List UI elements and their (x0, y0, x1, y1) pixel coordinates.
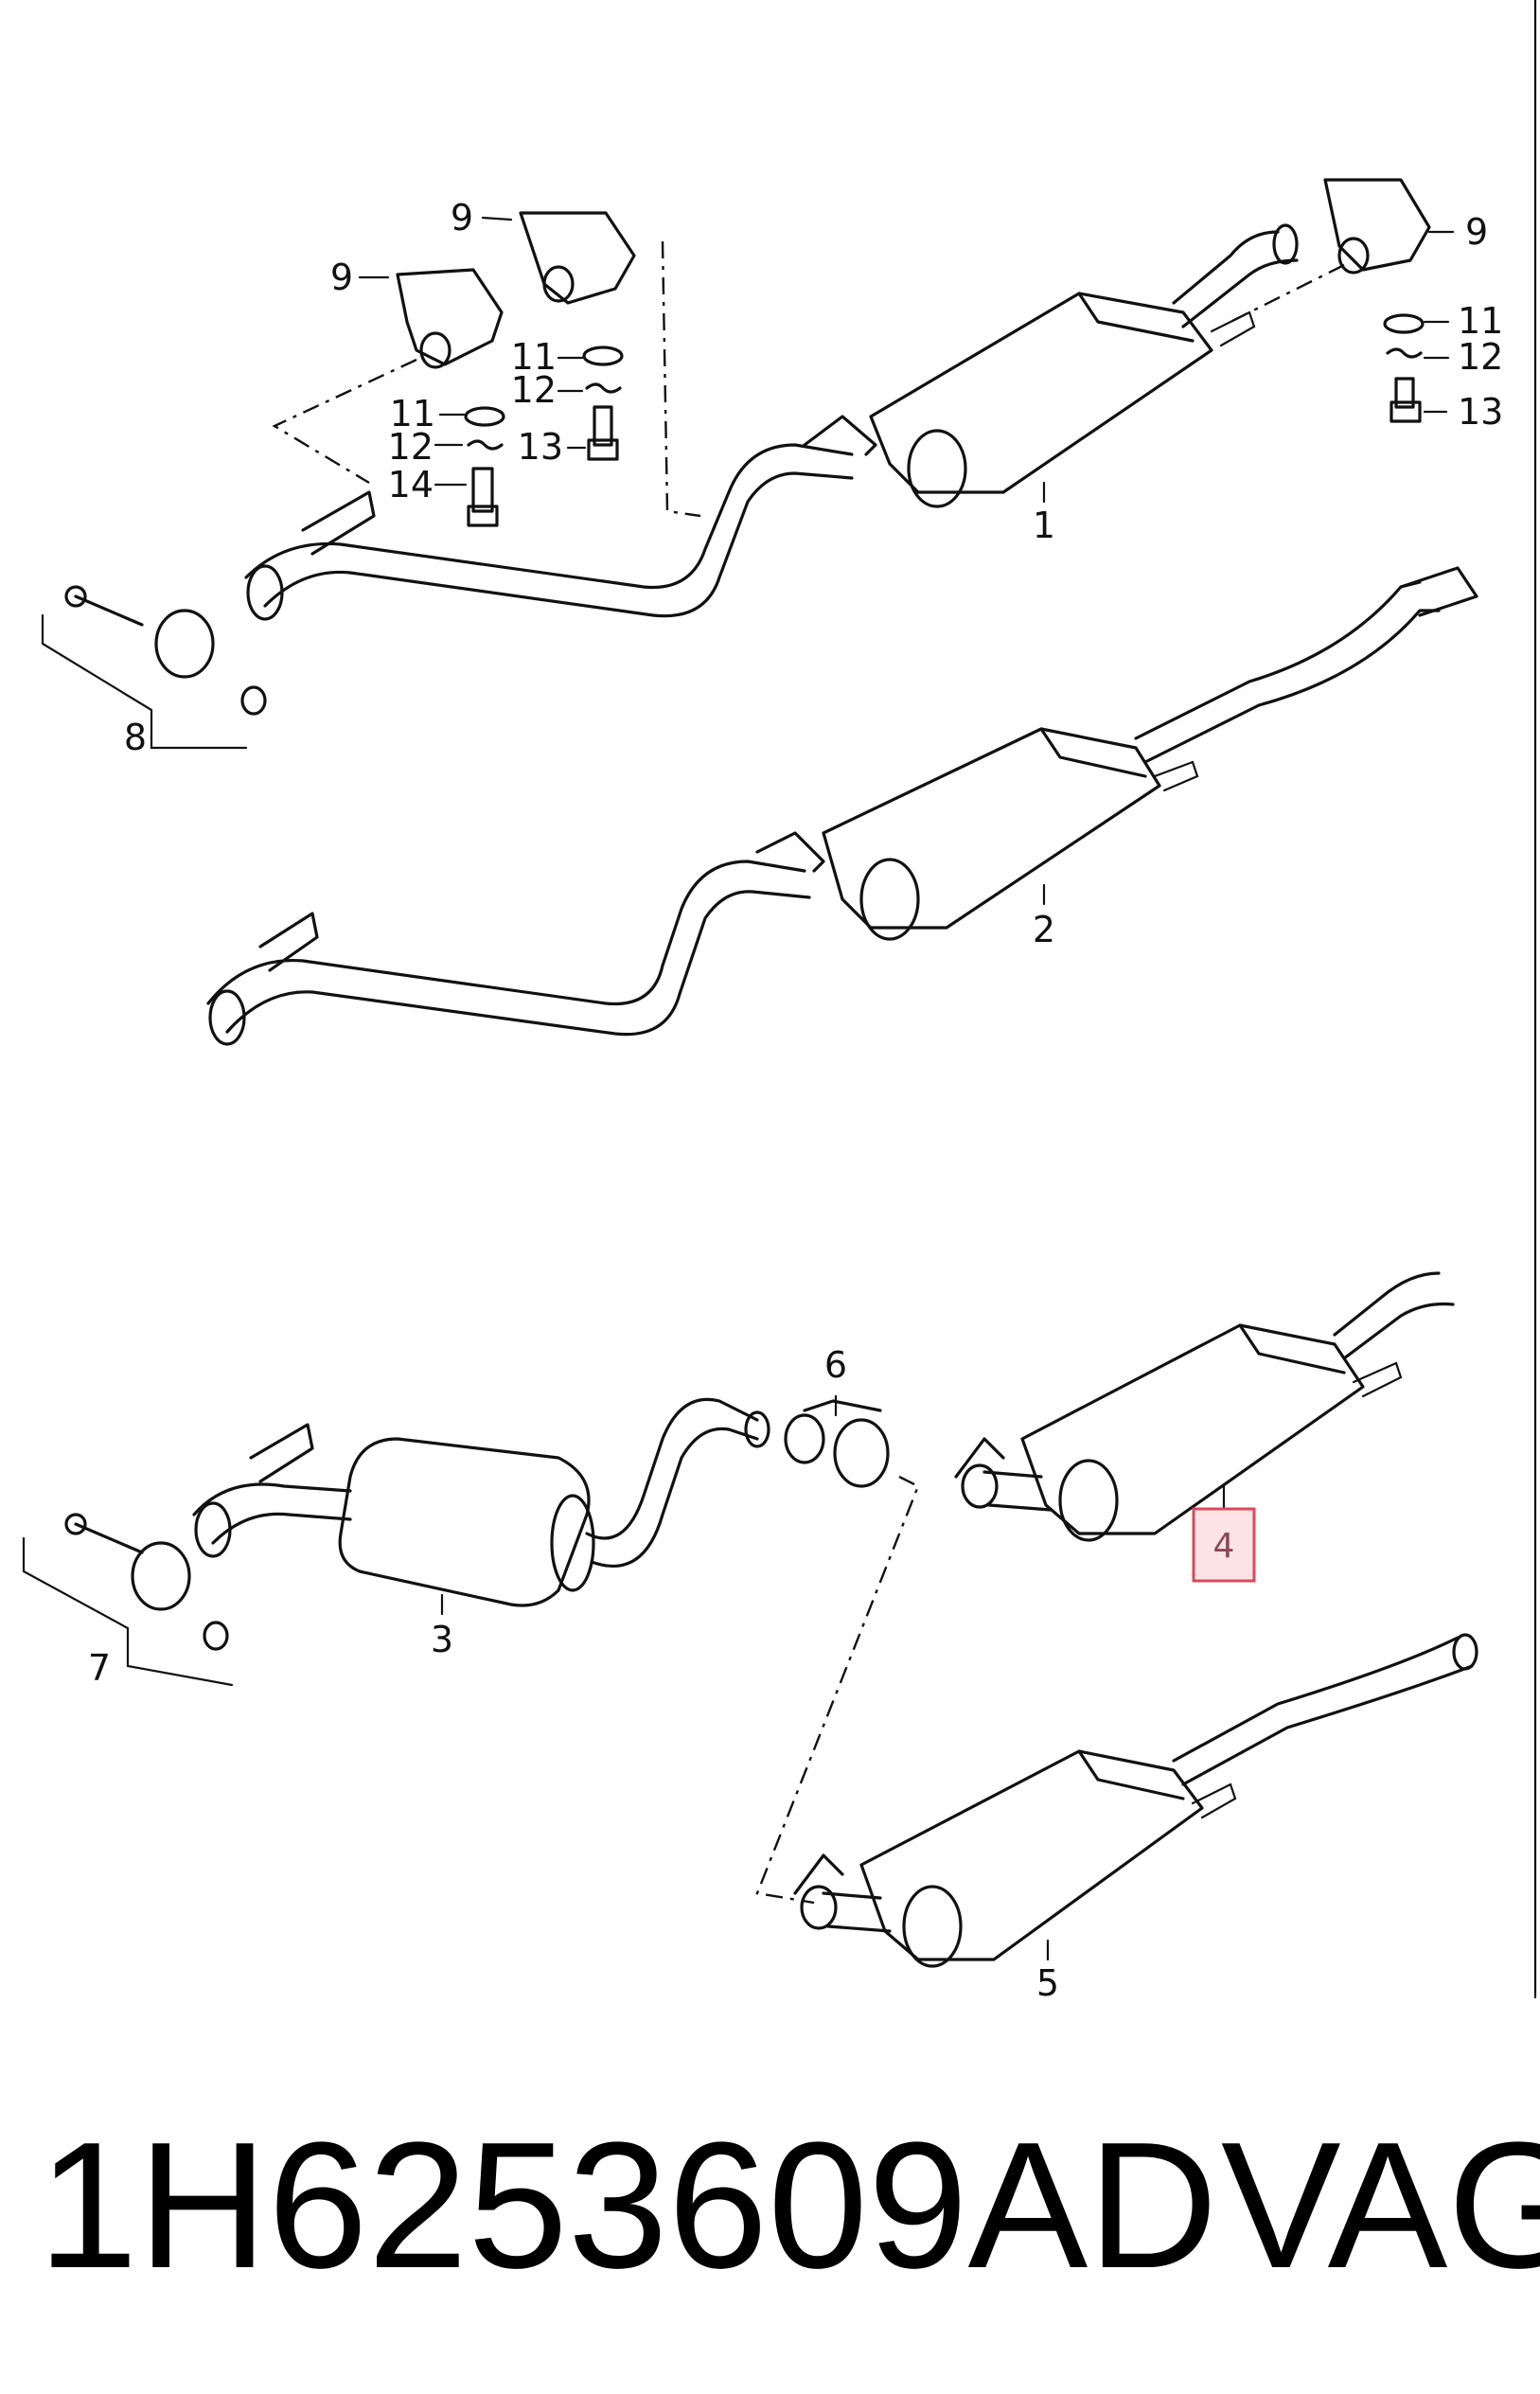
callout-7: 7 (88, 1647, 111, 1689)
callout-11-a: 11 (511, 336, 557, 378)
callout-9-a: 9 (451, 197, 473, 239)
callout-12-a: 12 (511, 369, 557, 411)
clamp-6 (755, 1399, 920, 1905)
exhaust-assembly-1 (41, 178, 1431, 750)
exhaust-system-diagram: 1 2 3 5 6 7 8 9 9 9 11 11 11 12 12 12 13… (22, 0, 1537, 2004)
exhaust-assembly-3 (22, 1397, 770, 1687)
callout-13-a: 13 (518, 426, 563, 468)
callout-12-b: 12 (388, 426, 434, 468)
callout-9-c: 9 (1465, 211, 1488, 253)
highlight-box (1192, 1507, 1256, 1583)
callout-6: 6 (824, 1344, 847, 1386)
callout-3: 3 (431, 1619, 453, 1660)
exhaust-assembly-4 (954, 1271, 1455, 1542)
callout-9-b: 9 (330, 257, 353, 298)
callout-13-b: 13 (1458, 391, 1503, 433)
part-caption: 1H6253609AD VAG (38, 2083, 1540, 2329)
callout-11-b: 11 (390, 393, 435, 434)
callout-12-c: 12 (1458, 336, 1503, 378)
exhaust-assembly-5 (793, 1633, 1478, 1968)
callout-1: 1 (1033, 505, 1055, 546)
highlight-part-4[interactable]: 4 (1192, 1507, 1256, 1583)
callout-5: 5 (1036, 1962, 1059, 2004)
brand-name: VAG (1221, 2105, 1540, 2306)
callout-4: 4 (1213, 1527, 1235, 1566)
callout-8: 8 (124, 717, 147, 758)
part-number: 1H6253609AD (38, 2105, 1218, 2306)
callout-14: 14 (388, 464, 434, 505)
exhaust-assembly-2 (206, 566, 1478, 1046)
callout-11-c: 11 (1458, 300, 1503, 342)
callout-2: 2 (1033, 909, 1055, 950)
